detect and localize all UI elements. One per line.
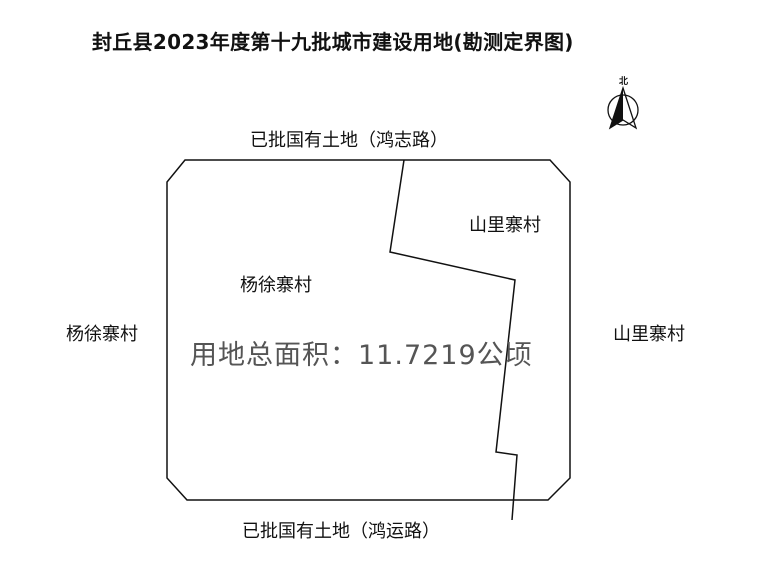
inside-west-village-label: 杨徐寨村 xyxy=(240,275,312,296)
parcel-outline xyxy=(166,159,571,501)
south-boundary-label: 已批国有土地（鸿运路） xyxy=(242,521,440,542)
inside-east-village-label: 山里寨村 xyxy=(469,215,541,236)
east-outside-label: 山里寨村 xyxy=(613,324,685,345)
village-division-line xyxy=(389,159,518,521)
north-label: 北 xyxy=(619,77,629,87)
north-arrow-icon xyxy=(603,76,643,134)
map-title: 封丘县2023年度第十九批城市建设用地(勘测定界图) xyxy=(92,30,574,54)
total-area-text: 用地总面积：11.7219公顷 xyxy=(190,340,533,371)
west-outside-label: 杨徐寨村 xyxy=(66,324,138,345)
north-boundary-label: 已批国有土地（鸿志路） xyxy=(250,130,448,151)
